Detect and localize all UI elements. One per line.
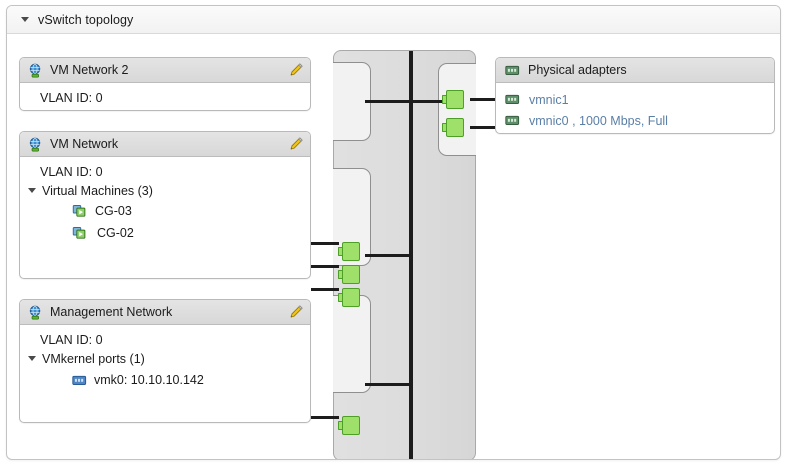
card-body: vmnic1 vmnic0 , 1000 Mbps, Full <box>496 83 774 133</box>
link-uplink-vmnic1 <box>470 98 498 101</box>
list-item[interactable]: CG-03 <box>20 200 310 222</box>
topology-canvas: VM Network 2 VLAN ID: 0 <box>7 33 780 459</box>
vlan-row: VLAN ID: 0 <box>20 330 310 349</box>
network-globe-icon <box>28 305 43 320</box>
caret-down-icon[interactable] <box>21 15 30 24</box>
card-header: Management Network <box>20 300 310 325</box>
virtual-machine-icon <box>72 204 88 219</box>
card-header: VM Network 2 <box>20 58 310 83</box>
card-header: VM Network <box>20 132 310 157</box>
children-group-label: Virtual Machines (3) <box>42 183 153 198</box>
pencil-icon[interactable] <box>288 136 304 152</box>
physical-adapter-row[interactable]: vmnic0 , 1000 Mbps, Full <box>496 110 774 131</box>
vlan-row: VLAN ID: 0 <box>20 162 310 181</box>
switch-backplane-bus <box>409 51 413 459</box>
card-body: VLAN ID: 0 <box>20 83 310 110</box>
list-item[interactable]: vmk0: 10.10.10.142 <box>20 368 310 392</box>
switch-port-icon[interactable] <box>338 265 360 284</box>
port-group-card-management-network[interactable]: Management Network VLAN ID: 0 VMkernel p… <box>19 299 311 423</box>
physical-adapter-row[interactable]: vmnic1 <box>496 89 774 110</box>
vm-label: CG-03 <box>95 204 132 218</box>
port-group-name: Management Network <box>50 305 173 319</box>
physical-adapter-label[interactable]: vmnic1 <box>529 92 569 107</box>
port-group-name: VM Network <box>50 137 119 151</box>
physical-nic-icon <box>505 115 520 126</box>
card-header: Physical adapters <box>496 58 774 83</box>
port-bay-management-network <box>333 295 371 393</box>
link-vm-network-port-3 <box>311 288 339 291</box>
wire-vm-network-to-bus <box>365 254 411 257</box>
vlan-label: VLAN ID: 0 <box>40 164 103 179</box>
wire-vm-network-2-to-bus <box>365 100 411 103</box>
card-body: VLAN ID: 0 Virtual Machines (3) CG-03 <box>20 157 310 250</box>
wire-management-network-to-bus <box>365 383 411 386</box>
physical-nic-icon <box>505 94 520 105</box>
network-globe-icon <box>28 63 43 78</box>
physical-adapters-title: Physical adapters <box>528 63 627 77</box>
caret-down-icon[interactable] <box>28 186 37 195</box>
switch-port-icon[interactable] <box>338 242 360 261</box>
switch-port-icon[interactable] <box>338 288 360 307</box>
vlan-row: VLAN ID: 0 <box>20 88 310 107</box>
physical-adapters-card[interactable]: Physical adapters vmnic1 <box>495 57 775 134</box>
uplink-port-icon[interactable] <box>442 118 464 137</box>
vm-label: CG-02 <box>97 226 134 240</box>
vswitch-topology-panel: vSwitch topology VM Network 2 <box>6 5 781 460</box>
pencil-icon[interactable] <box>288 62 304 78</box>
vlan-label: VLAN ID: 0 <box>40 332 103 347</box>
link-vm-network-port-1 <box>311 242 339 245</box>
virtual-machine-icon <box>72 226 88 241</box>
vlan-label: VLAN ID: 0 <box>40 90 103 105</box>
port-group-card-vm-network[interactable]: VM Network VLAN ID: 0 Virtual Machines (… <box>19 131 311 279</box>
physical-adapter-label[interactable]: vmnic0 , 1000 Mbps, Full <box>529 113 668 128</box>
card-body: VLAN ID: 0 VMkernel ports (1) <box>20 325 310 398</box>
network-globe-icon <box>28 137 43 152</box>
link-vm-network-port-2 <box>311 265 339 268</box>
wire-bus-to-uplink-1 <box>411 100 443 103</box>
panel-header: vSwitch topology <box>7 6 780 34</box>
children-group-label: VMkernel ports (1) <box>42 351 145 366</box>
vmkernel-port-label: vmk0: 10.10.10.142 <box>94 373 204 387</box>
physical-nic-icon <box>505 65 520 76</box>
children-group-row[interactable]: Virtual Machines (3) <box>20 181 310 200</box>
port-bay-uplinks <box>438 63 476 156</box>
caret-down-icon[interactable] <box>28 354 37 363</box>
children-group-row[interactable]: VMkernel ports (1) <box>20 349 310 368</box>
vswitch-body <box>333 50 476 459</box>
switch-port-icon[interactable] <box>338 416 360 435</box>
pencil-icon[interactable] <box>288 304 304 320</box>
link-management-network-port <box>311 416 339 419</box>
list-item[interactable]: CG-02 <box>20 222 310 244</box>
port-group-card-vm-network-2[interactable]: VM Network 2 VLAN ID: 0 <box>19 57 311 111</box>
uplink-port-icon[interactable] <box>442 90 464 109</box>
page-title: vSwitch topology <box>38 12 134 27</box>
vmkernel-nic-icon <box>72 375 87 386</box>
port-group-name: VM Network 2 <box>50 63 129 77</box>
link-uplink-vmnic0 <box>470 126 498 129</box>
